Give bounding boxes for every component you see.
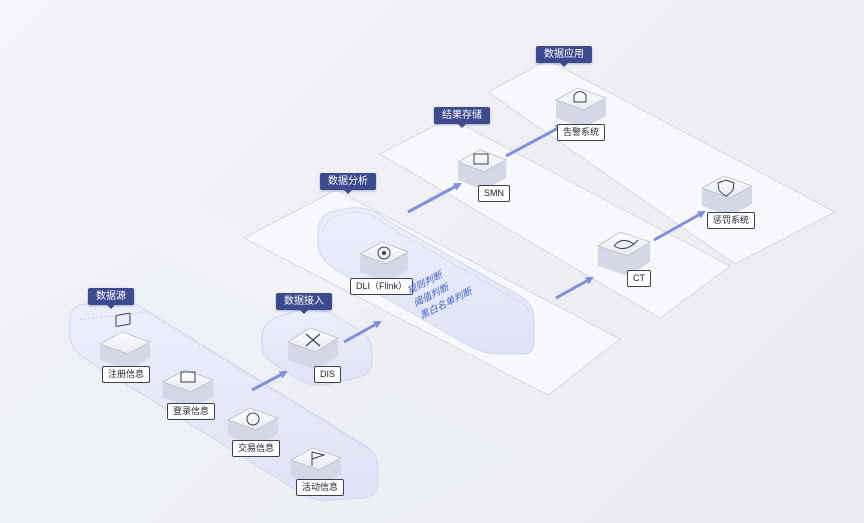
stage-tag-application: 数据应用	[536, 46, 592, 67]
stage-tag-ingest: 数据接入	[276, 293, 332, 314]
shield-icon	[701, 175, 753, 216]
arrow-ct-to-punish	[653, 210, 706, 242]
arrow-analysis-to-smn	[407, 182, 462, 214]
node-label-punish: 惩罚系统	[707, 212, 756, 229]
node-label-dis: DIS	[314, 366, 342, 383]
node-label-activity: 活动信息	[296, 479, 345, 496]
flag-icon	[290, 447, 342, 486]
analysis-gear-icon	[359, 241, 409, 282]
arrow-smn-to-alarm	[505, 124, 564, 158]
login-window-icon	[162, 369, 214, 408]
analysis-tray	[317, 207, 535, 355]
node-label-register: 注册信息	[102, 366, 151, 383]
arrow-source-to-ingest	[251, 370, 288, 392]
stage-tag-source: 数据源	[88, 288, 134, 309]
stage-tag-analysis: 数据分析	[320, 173, 376, 194]
document-check-icon	[99, 312, 151, 370]
arrow-ingest-to-analysis	[343, 320, 382, 344]
message-icon	[457, 149, 507, 190]
node-label-smn: SMN	[478, 185, 510, 202]
node-label-trade: 交易信息	[232, 440, 281, 457]
ingest-cross-icon	[287, 327, 339, 370]
siren-icon	[555, 87, 607, 128]
node-label-login: 登录信息	[167, 403, 216, 420]
background-plane-left	[0, 135, 380, 335]
whale-icon	[597, 231, 651, 276]
node-label-dli: DLI（Flink）	[350, 278, 414, 295]
stage-tag-storage: 结果存储	[434, 107, 490, 128]
node-label-alarm: 告警系统	[557, 124, 606, 141]
arrow-analysis-to-ct	[555, 276, 594, 300]
exchange-icon	[227, 407, 279, 446]
node-label-ct: CT	[627, 270, 651, 287]
